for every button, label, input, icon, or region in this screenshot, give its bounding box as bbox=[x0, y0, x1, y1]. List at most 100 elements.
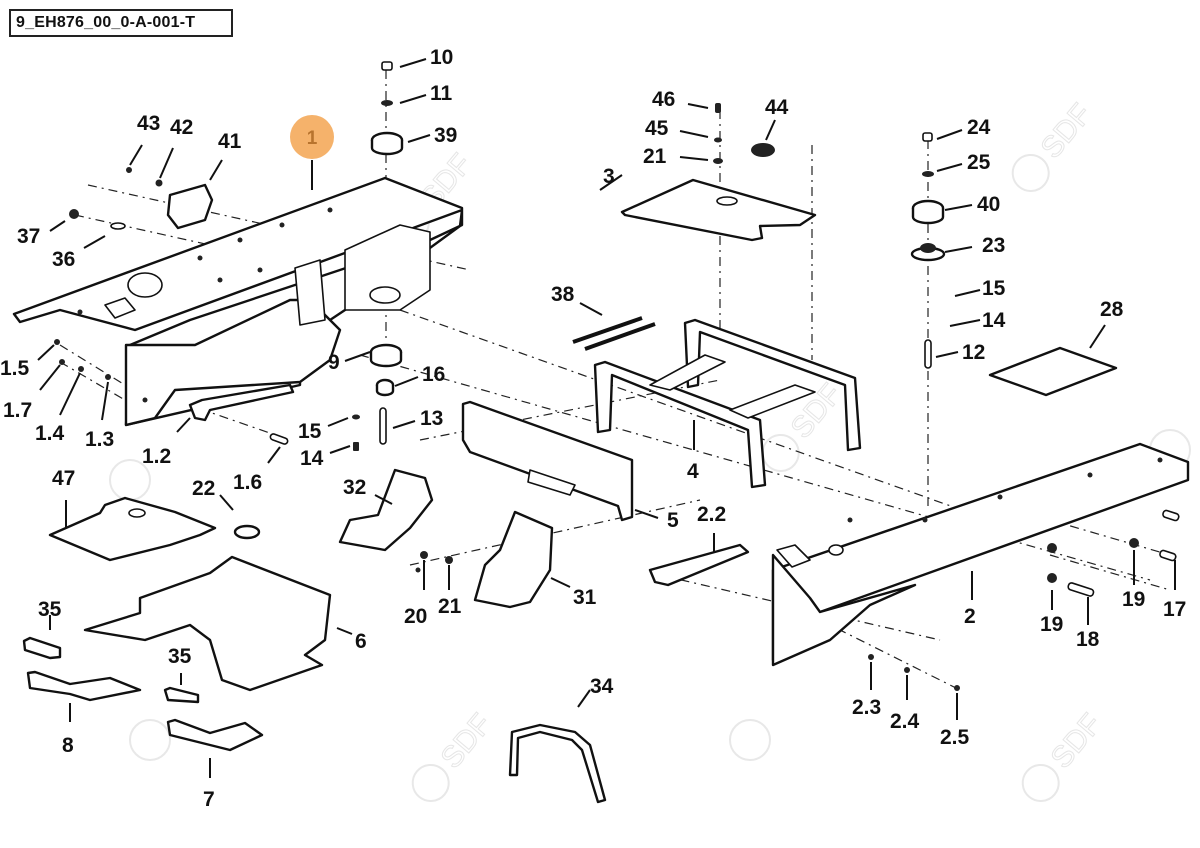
part-28-pad[interactable] bbox=[988, 346, 1118, 397]
callout-42[interactable]: 42 bbox=[170, 116, 193, 139]
callout-24[interactable]: 24 bbox=[967, 116, 991, 139]
callout-1-6[interactable]: 1.6 bbox=[233, 471, 262, 494]
part-11-washer[interactable] bbox=[381, 100, 393, 106]
part-16-bush[interactable] bbox=[375, 378, 395, 397]
callout-37[interactable]: 37 bbox=[17, 225, 40, 248]
part-20-bolt[interactable] bbox=[415, 567, 421, 573]
part-12-pin[interactable] bbox=[924, 339, 932, 369]
part-46-bolt[interactable] bbox=[715, 103, 721, 113]
callout-19a[interactable]: 19 bbox=[1040, 613, 1063, 636]
part-3-plate[interactable] bbox=[620, 178, 817, 242]
callout-1-5[interactable]: 1.5 bbox=[0, 357, 30, 380]
part-1-5-bolt[interactable] bbox=[54, 339, 60, 345]
callout-6[interactable]: 6 bbox=[355, 630, 367, 653]
part-19-nut[interactable] bbox=[1047, 573, 1057, 583]
part-9-mount[interactable] bbox=[369, 343, 403, 368]
callout-2-4[interactable]: 2.4 bbox=[890, 710, 920, 733]
callout-25[interactable]: 25 bbox=[967, 151, 991, 174]
callout-47[interactable]: 47 bbox=[52, 467, 75, 490]
callout-34[interactable]: 34 bbox=[590, 675, 614, 698]
part-41-cover[interactable] bbox=[166, 183, 214, 230]
callout-14a[interactable]: 14 bbox=[300, 447, 324, 470]
callout-19b[interactable]: 19 bbox=[1122, 588, 1145, 611]
part-2-5-bolt[interactable] bbox=[954, 685, 960, 691]
callout-12[interactable]: 12 bbox=[962, 341, 985, 364]
callout-23[interactable]: 23 bbox=[982, 234, 1005, 257]
part-17-bolt[interactable] bbox=[1159, 549, 1177, 562]
part-36-plug[interactable] bbox=[110, 222, 126, 230]
callout-31[interactable]: 31 bbox=[573, 586, 597, 609]
callout-2-5[interactable]: 2.5 bbox=[940, 726, 970, 749]
part-2-2-rod[interactable] bbox=[648, 543, 750, 587]
callout-2-2[interactable]: 2.2 bbox=[697, 503, 726, 526]
callout-36[interactable]: 36 bbox=[52, 248, 75, 271]
part-1-3-nut[interactable] bbox=[105, 374, 111, 380]
part-15-washer[interactable] bbox=[352, 414, 360, 420]
callout-35b[interactable]: 35 bbox=[168, 645, 192, 668]
part-17-bolt[interactable] bbox=[1162, 509, 1180, 522]
part-21-nut[interactable] bbox=[445, 556, 453, 564]
callout-38[interactable]: 38 bbox=[551, 283, 575, 306]
part-1-front-frame[interactable] bbox=[12, 176, 464, 427]
part-42-nut[interactable] bbox=[155, 179, 163, 187]
part-14-bolt[interactable] bbox=[353, 442, 359, 451]
callout-39[interactable]: 39 bbox=[434, 124, 457, 147]
callout-41[interactable]: 41 bbox=[218, 130, 242, 153]
callout-11[interactable]: 11 bbox=[430, 82, 453, 105]
callout-7[interactable]: 7 bbox=[203, 788, 215, 811]
callout-20[interactable]: 20 bbox=[404, 605, 427, 628]
callout-44[interactable]: 44 bbox=[765, 96, 789, 119]
part-10-nut[interactable] bbox=[381, 61, 393, 71]
part-31-guard[interactable] bbox=[473, 510, 554, 609]
part-4-sub-frame[interactable] bbox=[593, 318, 862, 489]
callout-1-7[interactable]: 1.7 bbox=[3, 399, 32, 422]
callout-1-4[interactable]: 1.4 bbox=[35, 422, 65, 445]
callout-16[interactable]: 16 bbox=[422, 363, 445, 386]
part-45-washer[interactable] bbox=[714, 137, 722, 143]
part-34-handle[interactable] bbox=[508, 723, 607, 804]
callout-1-3[interactable]: 1.3 bbox=[85, 428, 114, 451]
part-13-pin[interactable] bbox=[379, 407, 387, 445]
callout-13[interactable]: 13 bbox=[420, 407, 443, 430]
callout-22[interactable]: 22 bbox=[192, 477, 215, 500]
part-19-nut[interactable] bbox=[1129, 538, 1139, 548]
part-22-plug[interactable] bbox=[233, 524, 261, 540]
callout-15a[interactable]: 15 bbox=[298, 420, 322, 443]
callout-43[interactable]: 43 bbox=[137, 112, 160, 135]
callout-14b[interactable]: 14 bbox=[982, 309, 1006, 332]
part-37-nut[interactable] bbox=[69, 209, 79, 219]
part-8-step[interactable] bbox=[26, 670, 142, 702]
part-21-washer[interactable] bbox=[713, 158, 723, 164]
callout-18[interactable]: 18 bbox=[1076, 628, 1100, 651]
part-40-mount[interactable] bbox=[911, 199, 945, 225]
part-1-7-bolt[interactable] bbox=[59, 359, 65, 365]
callout-9[interactable]: 9 bbox=[328, 351, 340, 374]
part-6-cover[interactable] bbox=[83, 555, 332, 692]
callout-1-label[interactable]: 1 bbox=[307, 128, 318, 149]
callout-3[interactable]: 3 bbox=[603, 165, 615, 188]
callout-35a[interactable]: 35 bbox=[38, 598, 62, 621]
callout-17[interactable]: 17 bbox=[1163, 598, 1186, 621]
part-2-3-nut[interactable] bbox=[868, 654, 874, 660]
part-47-mat[interactable] bbox=[48, 496, 217, 562]
callout-4[interactable]: 4 bbox=[687, 460, 699, 483]
callout-21b[interactable]: 21 bbox=[438, 595, 462, 618]
part-35-handle-a[interactable] bbox=[22, 636, 62, 660]
part-38-rods[interactable] bbox=[572, 316, 656, 351]
callout-46[interactable]: 46 bbox=[652, 88, 675, 111]
part-32-bracket[interactable] bbox=[338, 468, 434, 552]
callout-1-2[interactable]: 1.2 bbox=[142, 445, 171, 468]
callout-2-3[interactable]: 2.3 bbox=[852, 696, 881, 719]
part-18-bolt[interactable] bbox=[1067, 582, 1095, 597]
part-44-grommet[interactable] bbox=[751, 143, 775, 157]
part-1-2-bracket[interactable] bbox=[188, 383, 295, 422]
callout-32[interactable]: 32 bbox=[343, 476, 366, 499]
part-2-4-washer[interactable] bbox=[904, 667, 910, 673]
callout-45[interactable]: 45 bbox=[645, 117, 669, 140]
highlighted-callout-1[interactable]: 1 bbox=[290, 115, 334, 159]
part-39-mount[interactable] bbox=[370, 131, 404, 156]
part-2-rear-frame[interactable] bbox=[771, 442, 1190, 667]
part-5-panel[interactable] bbox=[461, 400, 634, 522]
callout-40[interactable]: 40 bbox=[977, 193, 1000, 216]
callout-8[interactable]: 8 bbox=[62, 734, 74, 757]
